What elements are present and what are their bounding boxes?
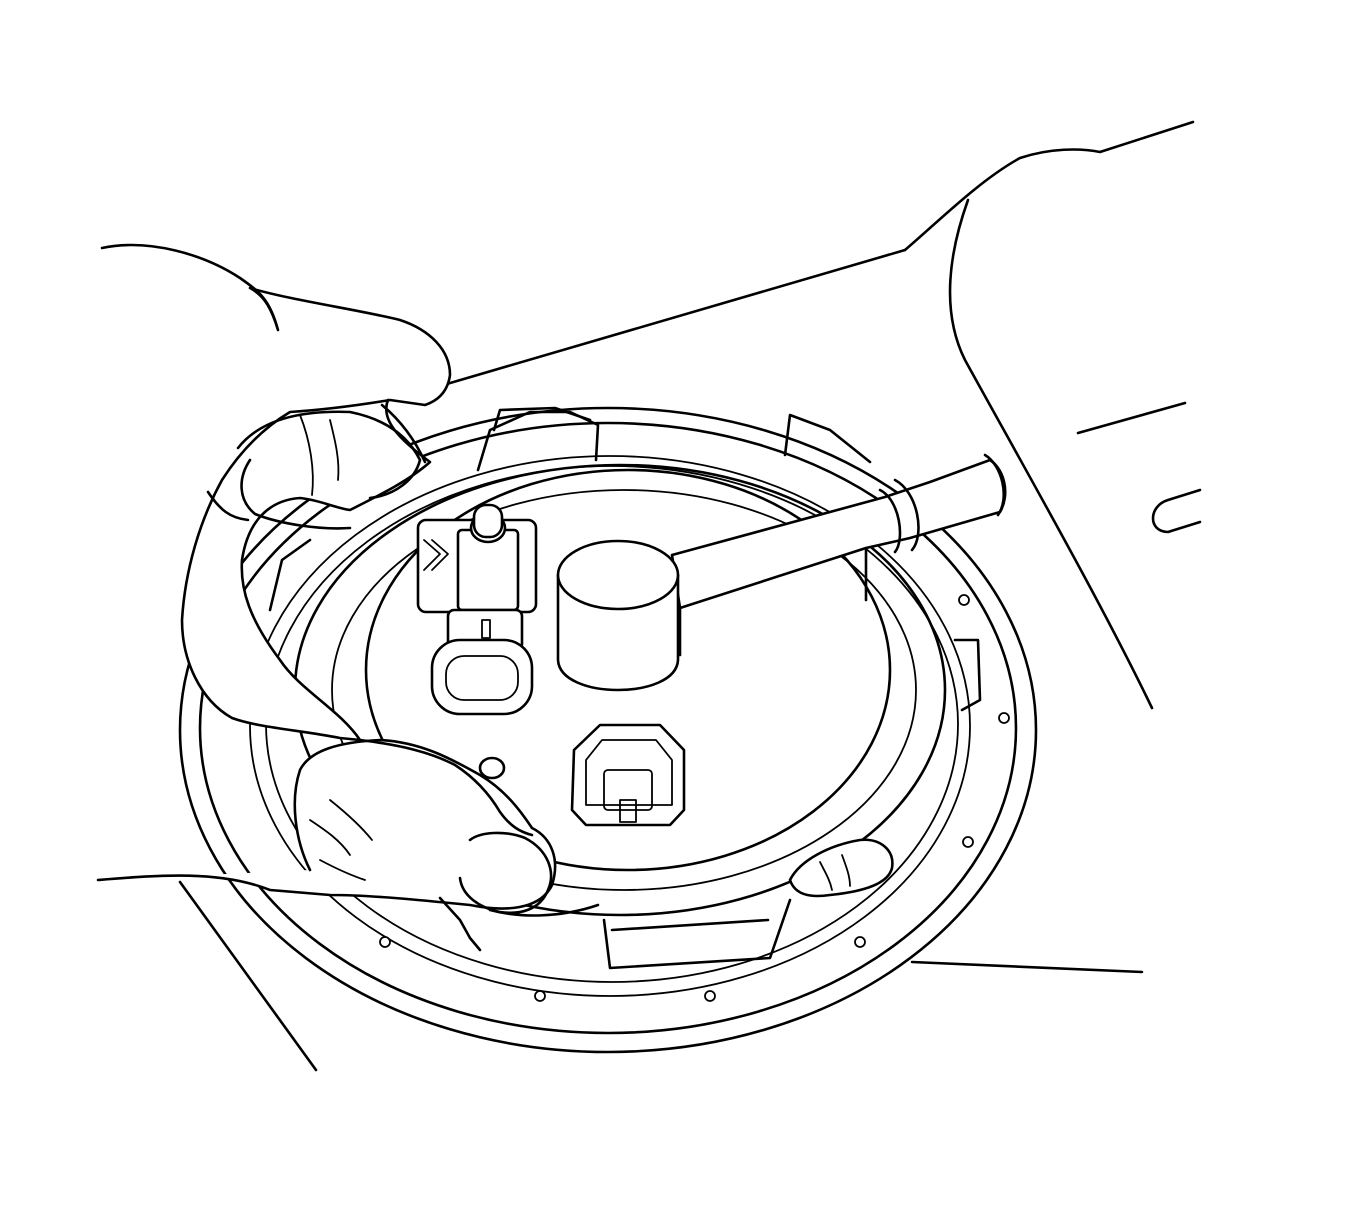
lower-connector xyxy=(570,723,686,827)
lower-hand xyxy=(96,738,600,952)
right-finger-tip xyxy=(788,838,894,898)
vent-nipple xyxy=(478,756,506,780)
electrical-connector xyxy=(416,503,538,716)
fuel-tank-outline xyxy=(178,120,1202,1072)
fuel-feed-pipe xyxy=(556,453,1007,692)
upper-hand xyxy=(100,243,452,742)
